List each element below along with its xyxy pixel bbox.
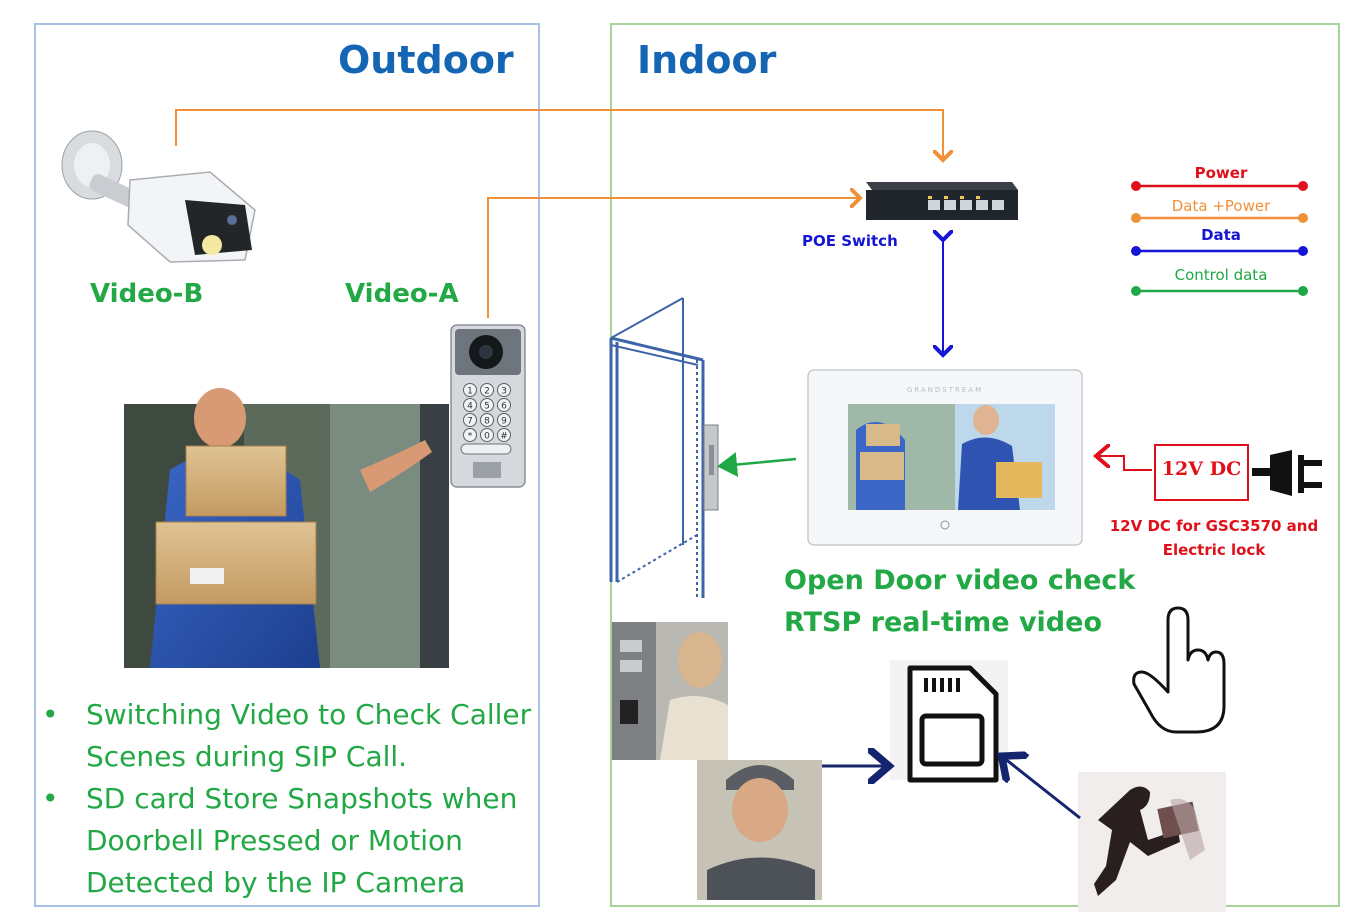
hand-pointer-icon xyxy=(1132,606,1226,734)
keypad-key xyxy=(480,398,494,412)
legend-endpoint xyxy=(1131,181,1141,191)
legend xyxy=(1131,181,1308,296)
keypad-key-label: 5 xyxy=(484,402,490,412)
legend-endpoint xyxy=(1298,181,1308,191)
legend-data-label: Data xyxy=(1201,226,1241,244)
bullet-camera-icon xyxy=(61,130,256,263)
keypad-key-label: 3 xyxy=(501,387,507,397)
legend-data-power-label: Data +Power xyxy=(1171,197,1271,215)
doorphone-switch-link xyxy=(487,198,860,318)
keypad-key xyxy=(497,398,511,412)
keypad-key-label: 9 xyxy=(501,417,507,427)
legend-endpoint xyxy=(1298,246,1308,256)
keypad-key xyxy=(463,383,477,397)
camera-label: Video-B xyxy=(90,279,204,309)
keypad-key xyxy=(497,383,511,397)
indoor-title: Indoor xyxy=(637,38,777,82)
caption-line1: Open Door video check xyxy=(784,565,1136,596)
keypad-key-label: # xyxy=(500,432,508,442)
monitor-lock-control-link xyxy=(717,452,797,477)
doorphone-label: Video-A xyxy=(345,279,459,309)
indoor-monitor-icon xyxy=(807,369,1083,546)
camera-switch-link xyxy=(175,109,943,160)
bullet-dot: • xyxy=(42,782,59,815)
keypad-key-label: 8 xyxy=(484,417,490,427)
keypad-key-label: 6 xyxy=(501,402,507,412)
keypad-key xyxy=(480,413,494,427)
legend-endpoint xyxy=(1298,286,1308,296)
delivery-person-photo xyxy=(124,388,449,668)
keypad-key xyxy=(480,383,494,397)
bullet-text: SD card Store Snapshots when Doorbell Pr… xyxy=(86,782,518,899)
keypad-key-label: 2 xyxy=(484,387,490,397)
keypad-key-label: 1 xyxy=(467,387,473,397)
caption-line2: RTSP real-time video xyxy=(784,607,1102,638)
keypad-key-label: 7 xyxy=(467,417,473,427)
bullet-dot: • xyxy=(42,698,59,731)
sd-card-icon xyxy=(890,660,1008,783)
keypad-key xyxy=(497,428,511,442)
keypad-key xyxy=(480,428,494,442)
power-link xyxy=(1098,456,1152,471)
power-box-label: 12V DC xyxy=(1161,458,1242,480)
power-plug-icon xyxy=(1252,450,1322,496)
bullet-text: Switching Video to Check Caller Scenes d… xyxy=(86,698,532,773)
outdoor-zone-border xyxy=(34,23,540,907)
poe-switch-label: POE Switch xyxy=(802,232,898,250)
poe-switch-icon xyxy=(866,182,1018,220)
intercom-user-photo xyxy=(612,622,728,760)
keypad-key xyxy=(463,398,477,412)
intruder-sd-link xyxy=(1004,758,1081,820)
power-box xyxy=(1154,444,1249,501)
running-figure-icon xyxy=(1078,772,1226,912)
feature-bullet-list: • Switching Video to Check Caller Scenes… xyxy=(40,694,550,904)
bullet-item: • Switching Video to Check Caller Scenes… xyxy=(40,694,550,778)
legend-endpoint xyxy=(1131,213,1141,223)
legend-power-label: Power xyxy=(1194,164,1248,182)
keypad-key xyxy=(463,413,477,427)
power-note: 12V DC for GSC3570 and Electric lock xyxy=(1100,514,1328,562)
keypad-key-label: 4 xyxy=(467,402,473,412)
electric-lock-icon xyxy=(703,424,719,511)
power-note-line2: Electric lock xyxy=(1162,541,1266,559)
keypad-key xyxy=(497,413,511,427)
legend-endpoint xyxy=(1131,246,1141,256)
door-phone-keypad: 1 2 3 4 5 6 7 8 9 * 0 # xyxy=(463,383,511,442)
legend-endpoint xyxy=(1298,213,1308,223)
bullet-item: • SD card Store Snapshots when Doorbell … xyxy=(40,778,550,904)
keypad-key-label: * xyxy=(468,432,473,442)
legend-control-label: Control data xyxy=(1174,266,1268,284)
outdoor-title: Outdoor xyxy=(338,38,514,82)
keypad-key-label: 0 xyxy=(484,432,490,442)
legend-endpoint xyxy=(1131,286,1141,296)
courier-photo xyxy=(697,760,822,900)
door-phone-icon xyxy=(450,324,526,488)
keypad-key xyxy=(463,428,477,442)
door-icon xyxy=(609,297,705,598)
power-note-line1: 12V DC for GSC3570 and xyxy=(1109,517,1319,535)
video-check-caption: Open Door video check RTSP real-time vid… xyxy=(784,560,1135,644)
monitor-brand-text: GRANDSTREAM xyxy=(907,386,983,394)
